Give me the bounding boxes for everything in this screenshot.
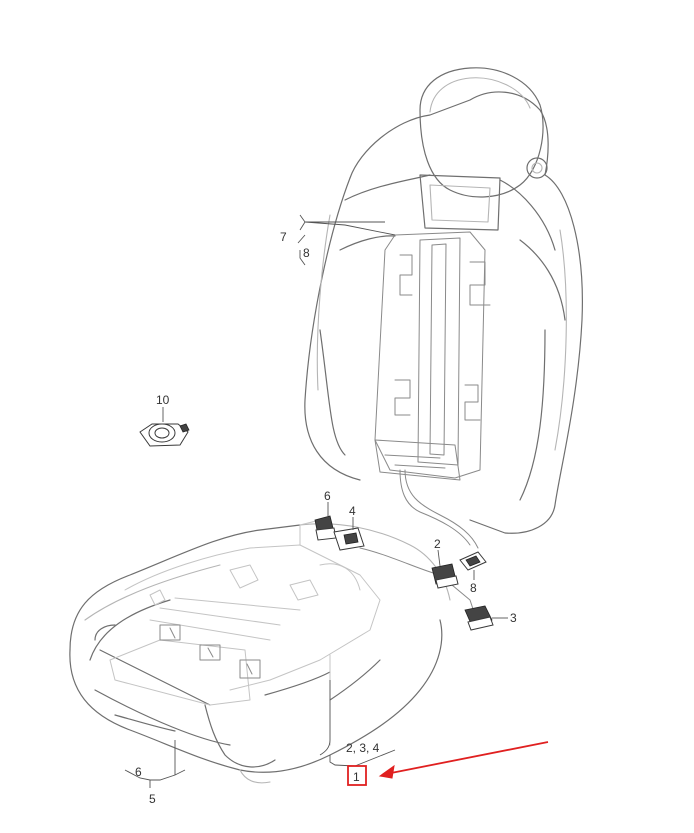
highlight-part-1: 1 [347,741,549,786]
highlight-arrow [385,741,549,775]
part-10-sensor [139,423,190,447]
callout-2-3-4: 2, 3, 4 [346,741,380,755]
highlight-box [347,765,367,786]
arrow-head [378,764,395,779]
callout-8-backrest: 8 [303,246,310,260]
callout-3: 3 [510,611,517,625]
seat-backrest [304,67,583,534]
callout-7: 7 [280,230,287,244]
callout-4: 4 [349,504,356,518]
part-2-connector [431,563,459,589]
callout-6-top: 6 [324,489,331,503]
callout-5: 5 [149,792,156,806]
part-6-connector [314,515,337,541]
part-3-connector [464,605,494,631]
cushion-heating-mat [109,519,476,746]
callout-2: 2 [434,537,441,551]
backrest-knob [526,157,548,179]
callout-6-bottom: 6 [135,765,142,779]
backrest-heating-mat [374,231,491,549]
part-4-connector [333,527,365,551]
seat-cushion [69,523,451,784]
leader-lines [124,214,508,788]
part-8-connector [459,551,487,571]
callout-1: 1 [353,770,360,784]
callout-10: 10 [156,393,170,407]
callout-8-right: 8 [470,581,477,595]
